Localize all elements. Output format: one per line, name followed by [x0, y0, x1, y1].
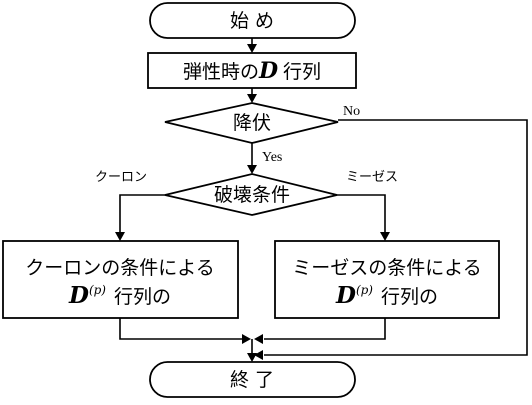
end-node: 終 了 [149, 361, 356, 398]
yield-diamond [164, 102, 339, 144]
no-branch-line [264, 119, 528, 356]
elastic-prefix-text: 弾性時の [183, 61, 259, 83]
mises-d-symbol: D [335, 282, 356, 309]
arrow-to-yield [247, 94, 257, 103]
failure-diamond [164, 173, 338, 216]
coulomb-merge-line [119, 318, 243, 340]
end-terminator [149, 361, 356, 398]
mises-matrix-node: ミーゼスの条件による D(p) 行列の [274, 240, 500, 319]
coulomb-d-symbol: D [68, 282, 89, 309]
coulomb-suffix-text: 行列の [114, 286, 171, 308]
start-node: 始 め [149, 2, 356, 39]
coulomb-branch-line [119, 194, 165, 235]
mises-branch-line [337, 194, 386, 235]
arrow-to-elastic [247, 44, 257, 53]
coulomb-superscript: (p) [89, 283, 106, 297]
arrow-to-end [247, 353, 257, 362]
yield-label: 降伏 [233, 112, 271, 134]
elastic-matrix-box [147, 52, 357, 89]
start-label: 始 め [230, 10, 274, 32]
mises-superscript: (p) [356, 283, 373, 297]
coulomb-matrix-box [2, 240, 239, 319]
yes-label: Yes [262, 150, 282, 165]
arrow-no-return [254, 350, 263, 360]
mises-branch-label: ミーゼス [346, 170, 398, 185]
edge-labels: No Yes クーロン ミーゼス [95, 104, 398, 185]
arrow-merge-left [242, 334, 251, 344]
mises-suffix-text: 行列の [381, 286, 438, 308]
failure-label: 破壊条件 [214, 184, 290, 206]
no-label: No [343, 104, 360, 119]
connectors [119, 38, 528, 356]
arrow-to-mises-box [380, 232, 390, 241]
arrow-merge-right [254, 334, 263, 344]
coulomb-matrix-node: クーロンの条件による D(p) 行列の [2, 240, 239, 319]
failure-decision: 破壊条件 [164, 173, 338, 216]
mises-line1: ミーゼスの条件による [292, 257, 481, 279]
arrow-to-coulomb-box [115, 232, 125, 241]
mises-merge-line [264, 318, 386, 340]
arrow-to-failure [247, 165, 257, 174]
mises-matrix-box [274, 240, 500, 319]
end-label: 終 了 [230, 369, 274, 391]
mises-line2: D(p) 行列の [335, 282, 438, 309]
yield-decision: 降伏 [164, 102, 339, 144]
arrowheads [115, 44, 390, 362]
start-terminator [149, 2, 356, 39]
coulomb-line1: クーロンの条件による [25, 257, 214, 279]
coulomb-branch-label: クーロン [95, 170, 147, 185]
coulomb-line2: D(p) 行列の [68, 282, 171, 309]
elastic-d-symbol: D [258, 58, 278, 84]
elastic-suffix-text: 行列 [283, 61, 321, 83]
